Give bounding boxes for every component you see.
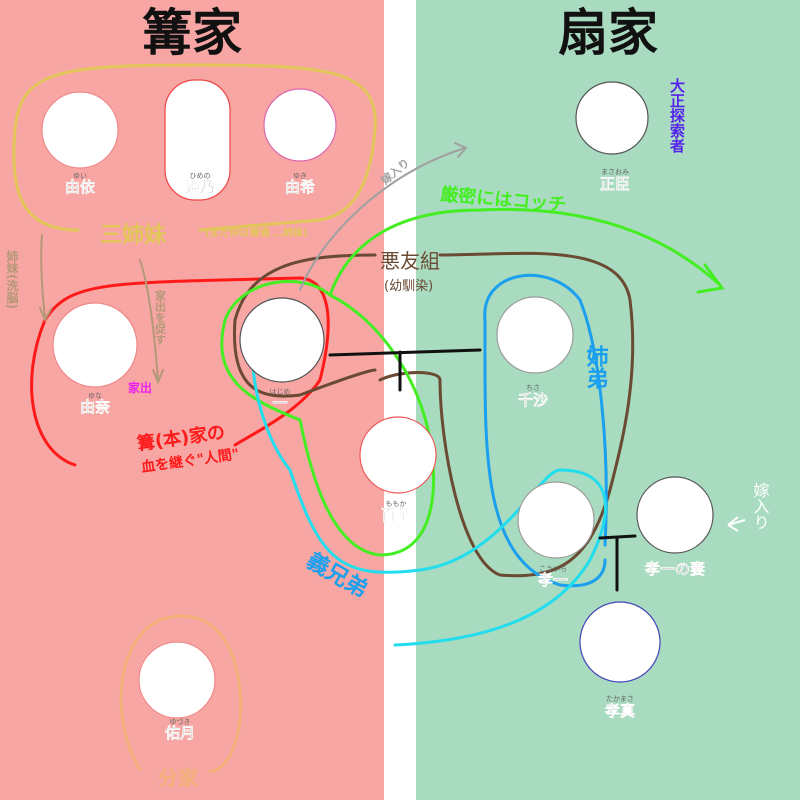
marriage-line-kouichi [598, 534, 637, 592]
sisters-brainwash-label: 姉妹(洗脳) [5, 249, 19, 309]
brothers-in-law-loop [251, 298, 607, 647]
masaomi-portrait [575, 81, 649, 155]
childhood-friends-label: (幼馴染) [384, 279, 433, 294]
strictly-this-arrowhead [696, 263, 725, 294]
married-in-right-label: 嫁入り [751, 482, 770, 530]
branch-loop [119, 614, 243, 774]
three-sisters-loop [12, 63, 377, 232]
masaomi-ruby: まさおみ [601, 168, 629, 176]
runaway-arrow [139, 259, 164, 385]
kouichi-wife-name: 孝一の妻 [644, 560, 705, 578]
chisa-ruby: ちさ [526, 384, 540, 392]
yuna-portrait [52, 302, 138, 388]
chisa-name: 千沙 [518, 391, 548, 409]
kouichi-ruby: こういち [539, 565, 567, 573]
ougi-family-title: 扇家 [558, 3, 658, 62]
siblings-loop [483, 273, 608, 588]
masaomi-name: 正臣 [600, 175, 630, 193]
himeno-portrait [164, 79, 231, 201]
yuki-name: 由希 [285, 178, 315, 196]
yuzuki-name: 佑月 [164, 724, 195, 742]
takamasa-portrait [579, 601, 661, 683]
yui-ruby: ゆい [73, 172, 87, 180]
kouichi-portrait [517, 481, 595, 559]
momoka-name: 百華 [381, 506, 411, 524]
yui-portrait [41, 91, 119, 169]
takamasa-name: 孝真 [604, 702, 635, 720]
yuki-portrait [263, 88, 337, 162]
momoka-ruby: ももか [386, 500, 407, 508]
branch-family-label: 分家 [158, 766, 199, 790]
yuna-name: 由奈 [80, 398, 111, 416]
himeno-ruby: ひめの [190, 172, 211, 180]
yui-name: 由依 [65, 178, 96, 196]
encourage-runaway-label: 家出を促す [154, 289, 168, 345]
green-loop [220, 279, 435, 557]
hajime-name: 一 [272, 394, 287, 412]
kouichi-wife-portrait [636, 476, 714, 554]
three-sisters-label: 三姉妹 [100, 222, 167, 248]
married-in-arrow-icon [727, 516, 746, 532]
runaway-label: 家出 [128, 380, 152, 395]
kouichi-name: 孝一 [537, 571, 568, 589]
hajime-portrait [239, 297, 325, 383]
taisho-detective-label: 大正探索者 [668, 77, 686, 153]
yuzuki-ruby: ゆづき [170, 717, 191, 726]
hajime-ruby: はじめ [270, 388, 291, 396]
yuzuki-portrait [138, 641, 216, 719]
takamasa-ruby: たかまさ [606, 695, 634, 703]
bad-friends-label: 悪友組 [380, 249, 440, 273]
marriage-line-hajime [328, 348, 482, 392]
momoka-portrait [359, 416, 437, 494]
strictly-this-curve [328, 207, 722, 297]
yuna-ruby: ゆな [88, 392, 102, 400]
chisa-portrait [496, 296, 574, 374]
married-in-gray-arrow [299, 142, 468, 291]
sisters-arrow [39, 234, 52, 323]
yuki-ruby: ゆき [293, 172, 307, 180]
three-sisters-note: (まだ仲は普通 …姉妹) [205, 226, 308, 239]
kagari-family-title: 篝家 [142, 3, 242, 62]
siblings-label: 姉弟 [583, 344, 609, 389]
himeno-name: 姫乃 [185, 178, 215, 196]
